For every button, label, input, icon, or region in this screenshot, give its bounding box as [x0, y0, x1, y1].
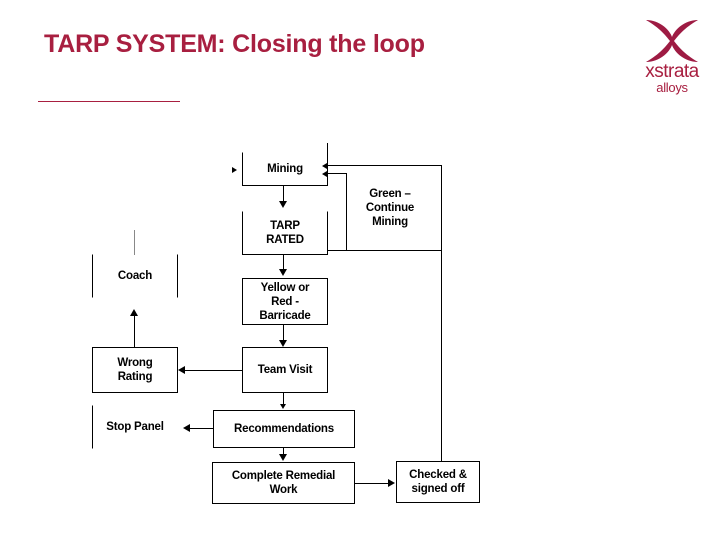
edge-completework-to-checked-line	[355, 483, 389, 484]
mining-inbound-arrowhead	[232, 167, 237, 173]
edge-teamvisit-to-wrongrating-line	[185, 370, 242, 371]
node-recommendations-label: Recommendations	[234, 423, 334, 435]
node-stop-panel[interactable]: Stop Panel	[92, 405, 178, 449]
node-coach[interactable]: Coach	[92, 254, 178, 298]
node-team-visit-label: Team Visit	[257, 364, 313, 376]
edge-tarp-to-yellowred-arrowhead	[279, 269, 287, 276]
edge-tarp-to-mining-top	[328, 173, 347, 174]
node-yellow-red-line2: Red -	[271, 295, 299, 308]
node-complete-remedial-work[interactable]: Complete Remedial Work	[212, 462, 355, 504]
edge-tarp-to-mining-bottom	[328, 250, 347, 251]
edge-yellowred-to-teamvisit-line	[283, 325, 284, 343]
coach-top-connector-line	[134, 230, 135, 255]
green-to-mining-arrowhead	[322, 163, 327, 169]
edge-recommendations-to-completework-line	[283, 448, 284, 456]
page-title: TARP SYSTEM: Closing the loop	[44, 30, 425, 58]
title-underline-rule	[38, 101, 180, 102]
xstrata-x-mark-icon	[646, 20, 698, 62]
node-wrong-rating-line1: Wrong	[117, 357, 153, 369]
edge-recommendations-to-stoppanel-line	[190, 428, 213, 429]
node-checked-label: Checked & signed off	[409, 468, 467, 496]
edge-yellowred-to-teamvisit-arrowhead	[279, 340, 287, 347]
node-recommendations[interactable]: Recommendations	[213, 410, 355, 448]
node-yellow-red-line1: Yellow or	[260, 281, 310, 294]
tarp-green-to-mining-arrowhead	[322, 171, 327, 177]
logo-wordmark: xstrata	[645, 61, 699, 82]
edge-mining-to-tarp-arrowhead	[279, 201, 287, 208]
node-tarp-rated[interactable]: TARP RATED	[242, 211, 328, 255]
node-tarp-rated-label: TARP RATED	[266, 219, 304, 247]
edge-tarp-to-yellowred-line	[283, 255, 284, 271]
xstrata-alloys-logo: xstrata alloys	[632, 18, 712, 98]
node-green-line1: Green –	[369, 188, 411, 200]
edge-recommendations-to-completework-arrowhead	[279, 454, 287, 461]
feedback-rail-top	[328, 165, 442, 166]
edge-teamvisit-to-wrongrating-arrowhead	[178, 366, 185, 374]
edge-tarp-to-mining-vertical	[346, 174, 347, 251]
logo-submark: alloys	[656, 80, 688, 95]
node-stop-panel-label: Stop Panel	[106, 421, 164, 433]
node-wrong-rating-label: Wrong Rating	[117, 356, 152, 384]
feedback-rail-right-vertical	[441, 165, 442, 461]
node-green-line2: Continue	[365, 202, 415, 214]
node-complete-work-line1: Complete Remedial	[231, 470, 336, 482]
node-team-visit[interactable]: Team Visit	[242, 347, 328, 393]
node-mining-label: Mining	[267, 163, 303, 175]
edge-recommendations-to-stoppanel-arrowhead	[183, 424, 190, 432]
node-complete-work-line2: Work	[269, 484, 298, 496]
node-yellow-red-barricade[interactable]: Yellow or Red - Barricade	[242, 278, 328, 325]
node-tarp-rated-line1: TARP	[270, 220, 300, 232]
edge-teamvisit-to-recommendations-line	[283, 393, 284, 406]
node-mining[interactable]: Mining	[242, 152, 328, 186]
node-wrong-rating[interactable]: Wrong Rating	[92, 347, 178, 393]
node-green-label: Green – Continue Mining	[366, 187, 414, 229]
node-coach-label: Coach	[117, 270, 153, 282]
node-yellow-red-line3: Barricade	[259, 309, 311, 322]
node-wrong-rating-line2: Rating	[117, 371, 153, 383]
node-green-line3: Mining	[372, 216, 408, 228]
edge-mining-to-tarp-line	[283, 186, 284, 204]
node-green-continue-mining[interactable]: Green – Continue Mining	[338, 165, 442, 251]
node-checked-line1: Checked &	[409, 469, 467, 481]
edge-wrongrating-to-coach-line	[134, 315, 135, 347]
node-checked-signed-off[interactable]: Checked & signed off	[396, 461, 480, 503]
edge-wrongrating-to-coach-arrowhead	[130, 309, 138, 316]
edge-teamvisit-to-recommendations-arrowhead	[280, 404, 286, 409]
node-yellow-red-label: Yellow or Red - Barricade	[259, 281, 310, 323]
node-complete-work-label: Complete Remedial Work	[231, 469, 336, 497]
node-tarp-rated-line2: RATED	[266, 234, 304, 246]
node-checked-line2: signed off	[411, 483, 465, 495]
edge-completework-to-checked-arrowhead	[388, 479, 395, 487]
